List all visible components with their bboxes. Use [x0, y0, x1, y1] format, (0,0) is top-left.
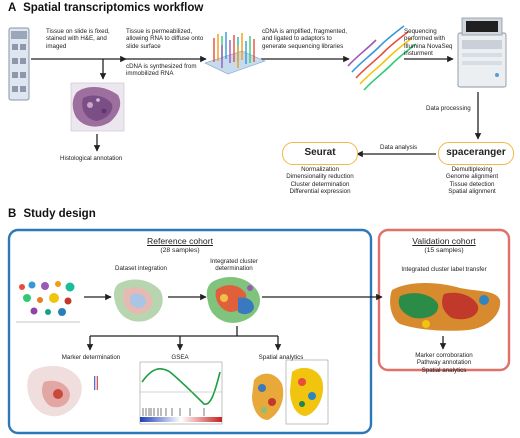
validation-result: Spatial analytics — [421, 366, 467, 374]
step-sequencing-text: Sequencing performed with Illumina NovaS… — [404, 28, 453, 58]
glass-slide-icon — [8, 27, 30, 101]
umap-samples-plot — [15, 276, 82, 324]
gsea-enrichment-plot — [139, 361, 223, 425]
seurat-step: Cluster determination — [290, 180, 350, 188]
data-processing-label: Data processing — [426, 105, 471, 112]
marker-feature-plot — [27, 365, 98, 417]
validation-results: Marker corroboration Pathway annotation … — [382, 352, 506, 374]
reference-cohort-count: (28 samples) — [160, 247, 200, 254]
label-transfer-label: Integrated cluster label transfer — [401, 266, 487, 273]
spatial-analytics-label: Spatial analytics — [258, 354, 304, 361]
step-permeabilize-text: Tissue is permeabilized, allowing RNA to… — [126, 28, 204, 50]
reference-cohort-box — [7, 228, 373, 435]
histology-annotation-label: Histological annotation — [60, 155, 123, 162]
cluster-umap-plot — [206, 277, 260, 323]
validation-result: Marker corroboration — [415, 352, 473, 359]
section-b-title: Study design — [23, 208, 96, 220]
reference-cohort-title: Reference cohort — [147, 236, 213, 246]
section-a-letter: A — [8, 2, 16, 14]
spaceranger-step: Tissue detection — [449, 180, 495, 188]
spaceranger-step: Demultiplexing — [451, 166, 493, 173]
data-analysis-label: Data analysis — [380, 144, 418, 151]
dataset-integration-label: Dataset integration — [115, 265, 167, 272]
seurat-step: Normalization — [301, 166, 339, 173]
step-fix-stain-text: Tissue on slide is fixed, stained with H… — [46, 28, 110, 50]
section-a-title: Spatial transcriptomics workflow — [23, 2, 204, 14]
seurat-pill: Seurat — [282, 142, 358, 165]
sequencer-icon — [457, 17, 507, 88]
integrated-umap-plot — [113, 279, 163, 322]
seurat-step: Differential expression — [289, 188, 351, 196]
validation-cohort-title: Validation cohort — [412, 236, 476, 246]
spatial-array-icon — [204, 32, 266, 75]
step-amplify-text: cDNA is amplified, fragmented, and ligat… — [262, 28, 347, 50]
cluster-determination-label: Integrated cluster determination — [210, 258, 258, 273]
marker-determination-label: Marker determination — [61, 354, 121, 361]
spaceranger-step: Spatial alignment — [448, 188, 496, 196]
spaceranger-step: Genome alignment — [445, 173, 499, 181]
he-tissue-image — [70, 82, 125, 132]
validation-result: Pathway annotation — [416, 359, 472, 367]
seurat-steps: Normalization Dimensionality reduction C… — [266, 166, 374, 196]
gsea-label: GSEA — [171, 354, 189, 361]
spatial-analytics-plots — [250, 359, 329, 426]
spaceranger-steps: Demultiplexing Genome alignment Tissue d… — [428, 166, 516, 196]
section-b-letter: B — [8, 208, 17, 220]
label-transfer-image — [390, 280, 501, 332]
cdna-strands-icon — [347, 25, 417, 91]
seurat-step: Dimensionality reduction — [286, 173, 354, 181]
step-cdna-synthesis-text: cDNA is synthesized from immobilized RNA — [126, 63, 197, 78]
validation-cohort-count: (15 samples) — [424, 247, 464, 254]
spaceranger-pill: spaceranger — [438, 142, 514, 165]
